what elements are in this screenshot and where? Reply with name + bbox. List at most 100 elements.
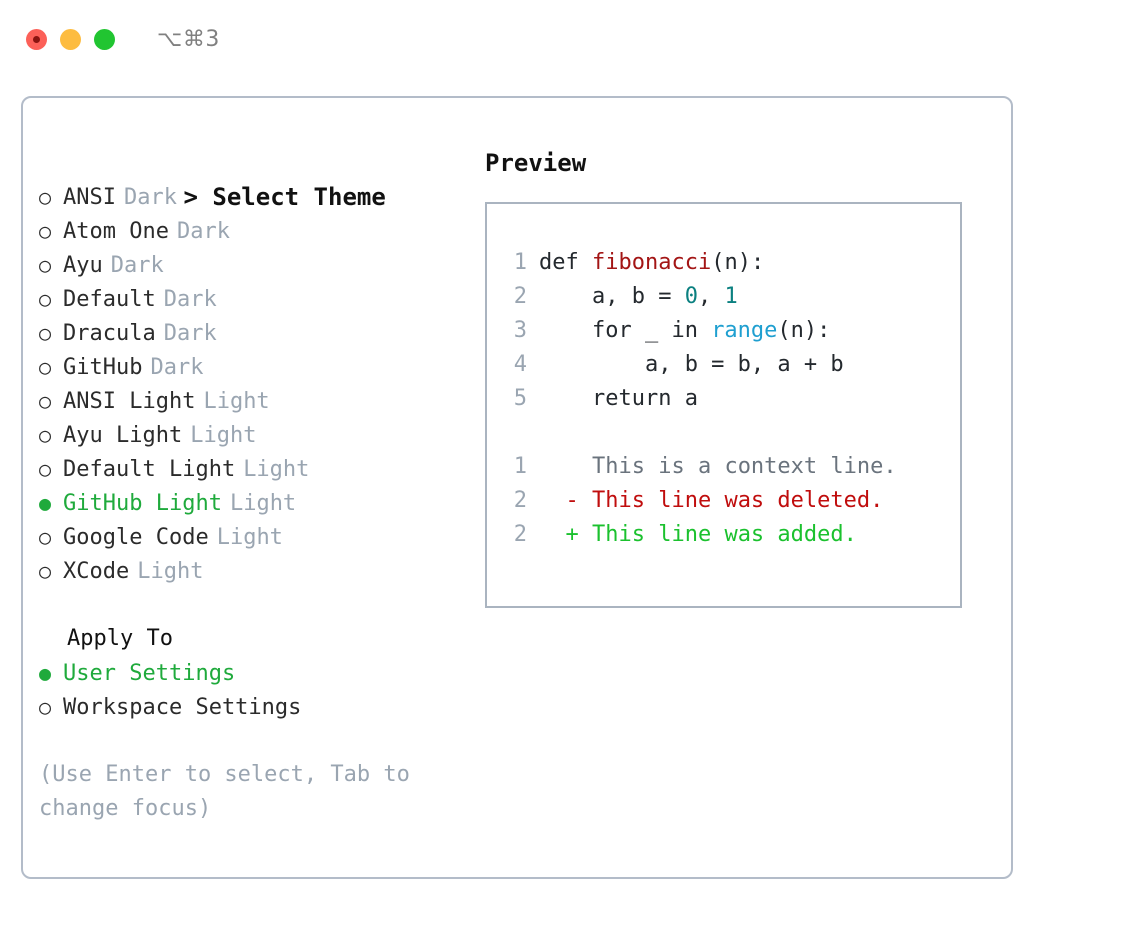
theme-list-item[interactable]: ● GitHub Light Light — [39, 486, 485, 520]
radio-unselected-icon: ○ — [39, 695, 52, 719]
theme-variant-badge: Dark — [123, 185, 177, 210]
diff-marker: + — [539, 522, 579, 547]
theme-name-label: Google Code — [63, 525, 209, 550]
theme-variant-badge: Dark — [150, 355, 204, 380]
code-line: 4 a, b = b, a + b — [505, 348, 960, 382]
code-line: 5 return a — [505, 382, 960, 416]
radio-unselected-icon: ○ — [39, 355, 52, 379]
diff-text: This line was added. — [578, 522, 857, 547]
select-theme-heading: > Select Theme — [39, 146, 485, 211]
theme-name-label: Ayu Light — [63, 423, 183, 448]
radio-unselected-icon: ○ — [39, 389, 52, 413]
close-button[interactable] — [26, 28, 47, 50]
theme-variant-badge: Dark — [163, 321, 217, 346]
theme-list-item[interactable]: ○ Ayu Light Light — [39, 418, 485, 452]
theme-variant-badge: Light — [203, 389, 270, 414]
theme-list-item[interactable]: ○ Google Code Light — [39, 520, 485, 554]
radio-unselected-icon: ○ — [39, 219, 52, 243]
code-line-number: 3 — [513, 318, 527, 343]
select-theme-heading-label: Select Theme — [212, 183, 386, 211]
radio-selected-icon: ● — [39, 491, 52, 515]
diff-line-number: 1 — [513, 454, 527, 479]
diff-line-number: 2 — [513, 488, 527, 513]
theme-variant-badge: Light — [229, 491, 297, 516]
code-token: a, b = — [539, 284, 685, 309]
prompt-caret-icon: > — [183, 183, 198, 211]
theme-name-label: Atom One — [63, 219, 169, 244]
theme-list-item[interactable]: ○ ANSI Dark — [39, 180, 485, 214]
apply-to-list: ● User Settings ○ Workspace Settings — [39, 656, 485, 724]
code-line-number: 5 — [513, 386, 527, 411]
diff-text: This line was deleted. — [578, 488, 884, 513]
code-line: 1 def fibonacci(n): — [505, 246, 960, 280]
diff-marker: - — [539, 488, 579, 513]
radio-unselected-icon: ○ — [39, 321, 52, 345]
code-token: (n): — [711, 250, 765, 275]
theme-name-label: GitHub Light — [63, 491, 222, 516]
minimize-button[interactable] — [60, 28, 81, 50]
window-controls — [26, 28, 115, 50]
keyboard-hint-text: (Use Enter to select, Tab to change focu… — [39, 762, 424, 821]
apply-to-option[interactable]: ○ Workspace Settings — [39, 690, 485, 724]
theme-name-label: GitHub — [63, 355, 143, 380]
code-token: for _ in — [539, 318, 712, 343]
radio-unselected-icon: ○ — [39, 559, 52, 583]
maximize-button[interactable] — [94, 28, 115, 50]
radio-unselected-icon: ○ — [39, 423, 52, 447]
theme-name-label: Ayu — [63, 253, 103, 278]
code-line-number: 1 — [513, 250, 527, 275]
radio-unselected-icon: ○ — [39, 185, 52, 209]
code-token: (n): — [777, 318, 831, 343]
theme-name-label: XCode — [63, 559, 130, 584]
theme-list-item[interactable]: ○ XCode Light — [39, 554, 485, 588]
apply-to-option-label: Workspace Settings — [63, 695, 302, 720]
theme-list-item[interactable]: ○ ANSI Light Light — [39, 384, 485, 418]
diff-sample: 1 This is a context line. 2 - This line w… — [505, 450, 960, 552]
theme-variant-badge: Light — [190, 423, 257, 448]
code-token: 1 — [724, 284, 738, 309]
code-token: def — [539, 250, 592, 275]
code-token: fibonacci — [591, 250, 712, 275]
radio-unselected-icon: ○ — [39, 457, 52, 481]
preview-heading: Preview — [485, 149, 587, 177]
apply-to-option-label: User Settings — [63, 661, 236, 686]
apply-to-option[interactable]: ● User Settings — [39, 656, 485, 690]
code-diff-spacer — [505, 416, 960, 450]
code-token: 0 — [684, 284, 698, 309]
theme-list-item[interactable]: ○ Dracula Dark — [39, 316, 485, 350]
theme-variant-badge: Light — [216, 525, 283, 550]
theme-name-label: Default — [63, 287, 156, 312]
code-line: 2 a, b = 0, 1 — [505, 280, 960, 314]
radio-unselected-icon: ○ — [39, 253, 52, 277]
theme-variant-badge: Light — [137, 559, 204, 584]
radio-unselected-icon: ○ — [39, 525, 52, 549]
section-spacer — [39, 588, 485, 622]
title-bar: ⌥⌘3 — [0, 0, 1140, 78]
apply-to-heading: Apply To — [67, 626, 173, 651]
theme-list-item[interactable]: ○ GitHub Dark — [39, 350, 485, 384]
code-line-number: 2 — [513, 284, 527, 309]
theme-variant-badge: Dark — [163, 287, 217, 312]
theme-name-label: ANSI Light — [63, 389, 196, 414]
theme-list-item[interactable]: ○ Atom One Dark — [39, 214, 485, 248]
theme-name-label: Dracula — [63, 321, 156, 346]
diff-text: This is a context line. — [578, 454, 897, 479]
diff-line: 2 - This line was deleted. — [505, 484, 960, 518]
theme-variant-badge: Dark — [176, 219, 230, 244]
radio-unselected-icon: ○ — [39, 287, 52, 311]
code-line: 3 for _ in range(n): — [505, 314, 960, 348]
theme-name-label: ANSI — [63, 185, 116, 210]
theme-list-item[interactable]: ○ Default Dark — [39, 282, 485, 316]
diff-line: 2 + This line was added. — [505, 518, 960, 552]
code-token: , — [697, 284, 725, 309]
radio-selected-icon: ● — [39, 661, 52, 685]
